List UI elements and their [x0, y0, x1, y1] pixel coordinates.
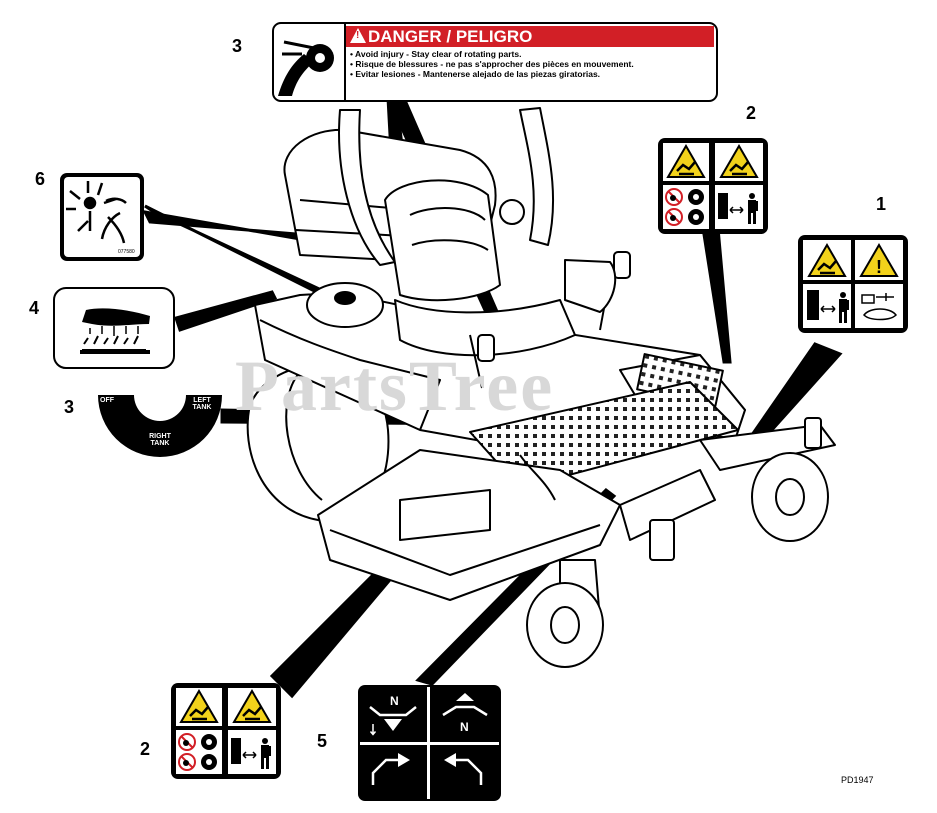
lever-left	[477, 334, 495, 362]
decal-5-neutral-right: N	[460, 720, 469, 734]
lever-right	[613, 251, 631, 279]
callout-1: 1	[876, 194, 887, 214]
leader-decal-4	[174, 290, 278, 332]
danger-line-fr: • Risque de blessures - ne pas s'approch…	[350, 59, 634, 69]
fuel-label-off: OFF	[100, 397, 114, 404]
danger-text: • Avoid injury - Stay clear of rotating …	[350, 49, 702, 79]
callout-2-bottom: 2	[140, 739, 151, 759]
zero-turn-mower-drawing	[246, 107, 836, 668]
decal-3-fuel-selector: OFF LEFT TANK RIGHT TANK	[98, 393, 222, 472]
decal-3-danger: DANGER / PELIGRO • Avoid injury - Stay c…	[272, 22, 718, 102]
fuel-label-right-tank: RIGHT TANK	[149, 433, 171, 447]
rotating-parts-icon	[274, 24, 346, 100]
callout-3-danger: 3	[232, 36, 243, 56]
callout-4: 4	[29, 298, 40, 318]
danger-line-en: • Avoid injury - Stay clear of rotating …	[350, 49, 522, 59]
decal-5-neutral-left: N	[390, 694, 399, 708]
leader-decal-2-top	[701, 226, 732, 364]
svg-text:!: !	[876, 257, 882, 277]
decal-4-hot-surface	[53, 287, 175, 369]
callout-6: 6	[35, 169, 46, 189]
watermark: PartsTree	[235, 346, 555, 426]
callout-2-top: 2	[746, 103, 757, 123]
decal-1-safety: !	[798, 235, 908, 333]
decal-6-code: 077580	[118, 249, 135, 255]
rops-right	[519, 107, 555, 246]
danger-line-es: • Evitar lesiones - Mantenerse alejado d…	[350, 69, 601, 79]
diagram-code: PD1947	[841, 775, 874, 785]
callout-5: 5	[317, 731, 328, 751]
warning-triangle-icon	[350, 28, 366, 43]
danger-heading: DANGER / PELIGRO	[346, 26, 714, 47]
front-axle	[699, 424, 836, 471]
callout-3-fuel: 3	[64, 397, 75, 417]
decal-2-top	[658, 138, 768, 234]
hand-icon	[82, 308, 150, 326]
down-arrow-icon	[384, 719, 402, 731]
fuel-label-left-tank: LEFT TANK	[192, 397, 212, 411]
decal-6-hot-surface: 077580	[60, 173, 144, 261]
fuel-cap-right	[499, 199, 525, 225]
seat-cushion	[394, 299, 576, 357]
decal-5-lever-positions: N N	[358, 685, 501, 801]
decal-2-bottom	[171, 683, 281, 779]
